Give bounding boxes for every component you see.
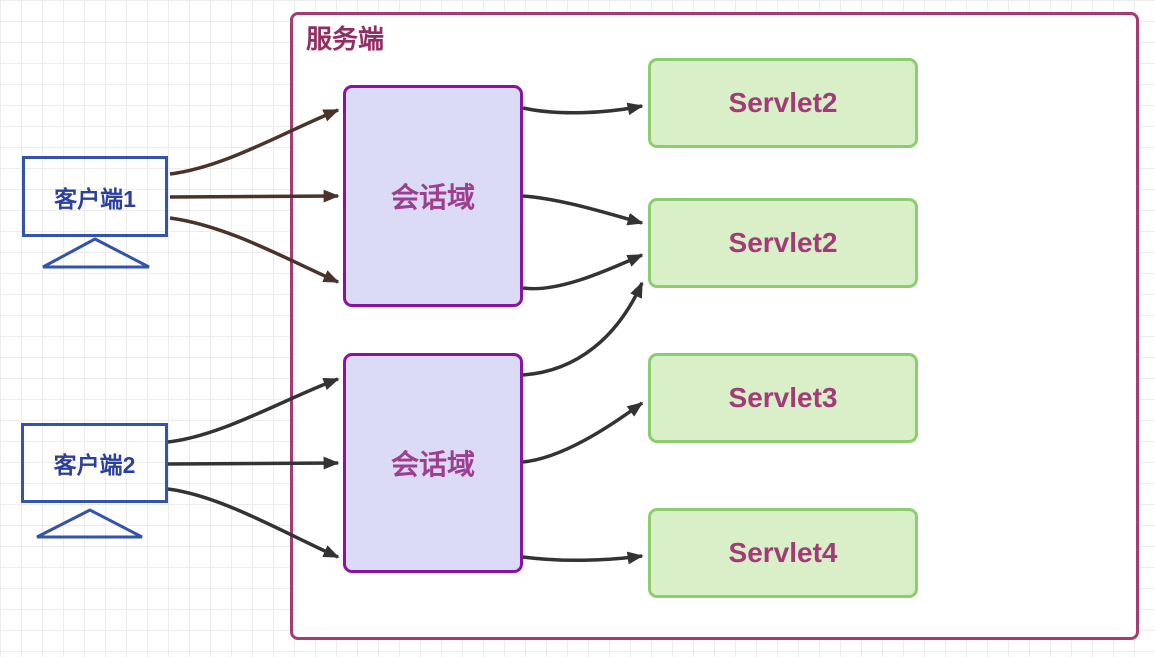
- client-monitor-1: 客户端1: [22, 156, 168, 237]
- client-monitor-2: 客户端2: [21, 423, 168, 503]
- servlet-label: Servlet4: [728, 537, 838, 568]
- servlet-node-2b: Servlet2: [648, 198, 918, 288]
- monitor-stand-icon: [36, 508, 143, 539]
- servlet-label: Servlet2: [728, 87, 838, 118]
- servlet-label: Servlet2: [728, 227, 838, 258]
- servlet-node-4: Servlet4: [648, 508, 918, 598]
- monitor-stand-icon: [42, 237, 150, 269]
- session-scope-node-2: 会话域: [343, 353, 523, 573]
- client-label: 客户端1: [54, 185, 136, 212]
- servlet-node-2a: Servlet2: [648, 58, 918, 148]
- session-scope-node-1: 会话域: [343, 85, 523, 307]
- session-scope-label: 会话域: [390, 449, 475, 480]
- servlet-node-3: Servlet3: [648, 353, 918, 443]
- servlet-label: Servlet3: [728, 382, 838, 413]
- client-label: 客户端2: [53, 452, 136, 478]
- session-scope-label: 会话域: [390, 182, 475, 213]
- server-title: 服务端: [306, 24, 385, 54]
